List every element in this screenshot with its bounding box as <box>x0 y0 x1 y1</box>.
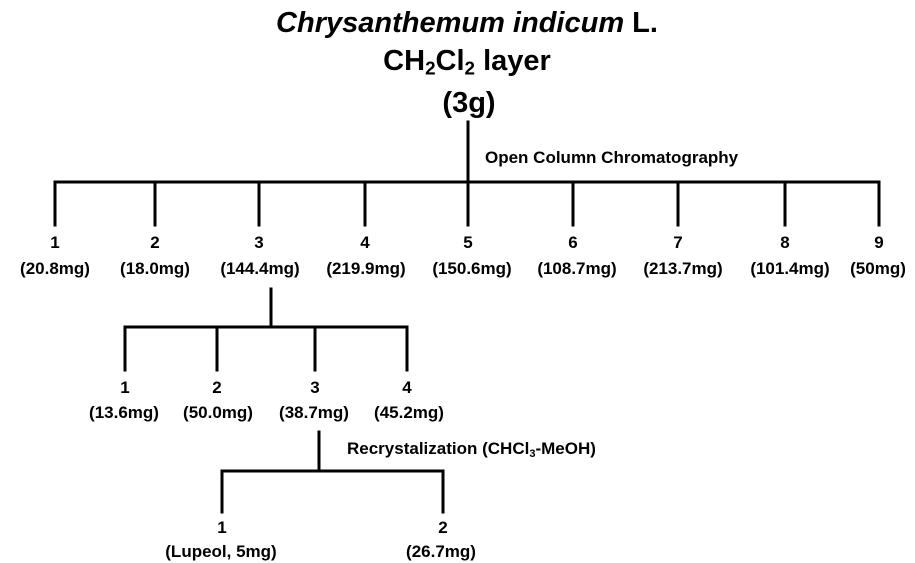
level1-fraction-label: 2 <box>150 233 160 252</box>
level3-fraction-label: 1 <box>217 518 227 537</box>
level2-fraction-mass: (13.6mg) <box>89 403 159 422</box>
level1-fraction-label: 3 <box>254 233 264 252</box>
level1-fraction-label: 8 <box>780 233 790 252</box>
species-author: L. <box>632 7 658 39</box>
level3-fraction-mass: (Lupeol, 5mg) <box>165 542 277 561</box>
level3-method-suffix: -MeOH) <box>535 439 596 458</box>
level1-fraction-mass: (18.0mg) <box>120 259 190 278</box>
species-title: Chrysanthemum indicum L. <box>276 6 658 40</box>
layer-sub2: 2 <box>464 57 476 79</box>
level1-fraction-label: 4 <box>360 233 370 252</box>
level2-fraction-mass: (38.7mg) <box>279 403 349 422</box>
layer-prefix: CH <box>383 45 426 77</box>
level3-fraction-mass: (26.7mg) <box>406 542 476 561</box>
layer-sub1: 2 <box>425 57 436 79</box>
level1-fraction-mass: (150.6mg) <box>432 259 512 278</box>
level2-fraction-label: 4 <box>402 378 412 397</box>
level1-method-label: Open Column Chromatography <box>485 148 739 167</box>
layer-suffix: layer <box>475 45 551 77</box>
level1-fraction-label: 7 <box>673 233 683 252</box>
species-name: Chrysanthemum indicum <box>276 7 625 39</box>
level3-method-prefix: Recrystalization (CHCl <box>347 439 530 458</box>
level1-fraction-label: 1 <box>50 233 60 252</box>
level1-fraction-mass: (50mg) <box>850 259 906 278</box>
layer-title: CH2Cl2 layer <box>383 44 551 78</box>
level2-fraction-label: 3 <box>310 378 320 397</box>
level1-fraction-label: 9 <box>874 233 884 252</box>
level2-fraction-mass: (45.2mg) <box>374 403 444 422</box>
level2-fraction-label: 2 <box>212 378 222 397</box>
level1-fraction-label: 6 <box>568 233 578 252</box>
level1-fraction-mass: (108.7mg) <box>537 259 617 278</box>
level1-fraction-mass: (213.7mg) <box>643 259 723 278</box>
level1-fraction-label: 5 <box>463 233 473 252</box>
level3-method-sub: 3 <box>529 447 536 460</box>
level1-fraction-mass: (219.9mg) <box>326 259 406 278</box>
level3-method-label: Recrystalization (CHCl3-MeOH) <box>347 439 596 459</box>
level1-fraction-mass: (101.4mg) <box>750 259 830 278</box>
extract-amount: (3g) <box>442 87 496 119</box>
level1-fraction-mass: (20.8mg) <box>20 259 90 278</box>
level1-fraction-mass: (144.4mg) <box>220 259 300 278</box>
layer-mid: Cl <box>435 45 465 77</box>
level3-fraction-label: 2 <box>438 518 448 537</box>
level2-fraction-mass: (50.0mg) <box>183 403 253 422</box>
level2-fraction-label: 1 <box>120 378 130 397</box>
